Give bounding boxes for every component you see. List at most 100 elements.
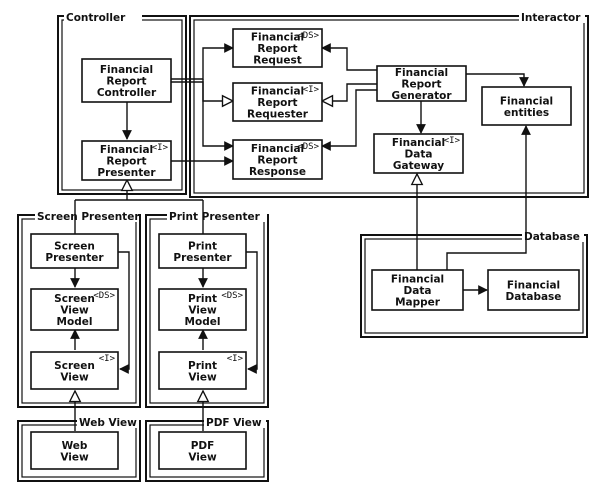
group-label-database: Database [524,231,580,243]
group-controller: Controller [57,10,187,195]
node-label-pp-0: Print [188,240,217,252]
node-stereotype-svm: <DS> [93,291,115,301]
node-box-frp [81,140,172,181]
node-label-frs-2: Response [249,166,306,178]
node-label-pdfv-1: View [188,451,217,463]
node-box-pdfv [158,431,247,470]
node-box-svm [30,288,119,331]
node-label-frq-1: Report [257,43,297,55]
group-label-pdf-view: PDF View [206,417,262,429]
node-stereotype-frq: <DS> [297,31,319,41]
node-label-fdg-1: Data [405,149,433,161]
group-label-interactor: Interactor [521,12,581,24]
node-label-frg-0: Financial [395,67,448,79]
node-label-frg-2: Generator [391,90,452,102]
node-label-fdb-0: Financial [507,279,560,291]
node-label-pvm-1: View [188,305,217,317]
conn-controller-to-requester [202,79,233,101]
node-stereotype-frr: <I> [303,85,320,95]
node-label-sv-1: View [60,371,89,383]
node-box-fdb [487,269,580,311]
node-stereotype-pv: <I> [227,354,244,364]
node-label-pv-0: Print [188,360,217,372]
connectors [75,43,531,431]
node-label-frr-2: Requester [247,109,309,121]
node-label-svm-2: Model [57,316,93,328]
node-box-frc [81,58,172,103]
group-interactor: Interactor [189,10,589,198]
node-box-pv [158,351,247,390]
node-box-frg [376,65,467,102]
node-stereotype-pvm: <DS> [221,291,243,301]
conn-generator-to-entities [466,73,529,87]
node-label-frs-1: Report [257,155,297,167]
node-label-sp-0: Screen [54,240,95,252]
node-stereotype-sv: <I> [99,354,116,364]
node-label-fe-0: Financial [500,95,553,107]
node-label-frr-1: Report [257,97,297,109]
node-label-frp-0: Financial [100,144,153,156]
conn-generator-to-response [321,89,377,151]
node-label-fdm-1: Data [404,285,432,297]
node-label-frp-2: Presenter [97,167,156,179]
node-label-frs-0: Financial [251,143,304,155]
group-label-screen-presenter: Screen Presenter [37,211,140,223]
node-stereotype-frs: <DS> [297,142,319,152]
node-label-fdg-0: Financial [392,137,445,149]
node-stereotype-frp: <I> [152,143,169,153]
node-box-sp [30,233,119,269]
conn-controller-to-response [171,81,234,151]
node-label-fdb-1: Database [506,291,562,303]
conn-generator-to-request [321,43,377,71]
node-box-fdm [371,269,464,311]
node-label-pp-1: Presenter [173,252,232,264]
group-label-print-presenter: Print Presenter [169,211,261,223]
group-database: Database [360,229,588,338]
node-box-fe [481,86,572,126]
node-label-fdm-2: Mapper [395,297,441,309]
group-label-controller: Controller [66,12,126,24]
node-box-frq [232,28,323,68]
node-label-svm-1: View [60,305,89,317]
node-box-pvm [158,288,247,331]
conn-sp-to-sv [118,251,130,374]
node-box-fdg [373,133,464,174]
node-label-fdm-0: Financial [391,274,444,286]
node-label-frq-0: Financial [251,32,304,44]
node-label-frc-0: Financial [100,64,153,76]
node-label-wv-1: View [60,451,89,463]
group-print-presenter: Print Presenter [145,209,269,408]
conn-generator-to-requester [322,83,377,101]
conn-mapper-to-entities [446,125,531,270]
node-label-svm-0: Screen [54,293,95,305]
node-label-frq-2: Request [253,55,302,67]
conn-controller-to-request [171,43,234,80]
node-label-pv-1: View [188,371,217,383]
node-label-pvm-2: Model [185,316,221,328]
node-label-pvm-0: Print [188,293,217,305]
node-label-sv-0: Screen [54,360,95,372]
node-box-frs [232,139,323,180]
node-stereotype-fdg: <I> [444,136,461,146]
conn-pp-to-pv [246,251,258,374]
node-box-wv [30,431,119,470]
group-label-web-view: Web View [79,417,137,429]
node-label-wv-0: Web [62,440,88,452]
group-web-view: Web View [17,415,141,482]
node-box-frr [232,82,323,122]
node-box-pp [158,233,247,269]
